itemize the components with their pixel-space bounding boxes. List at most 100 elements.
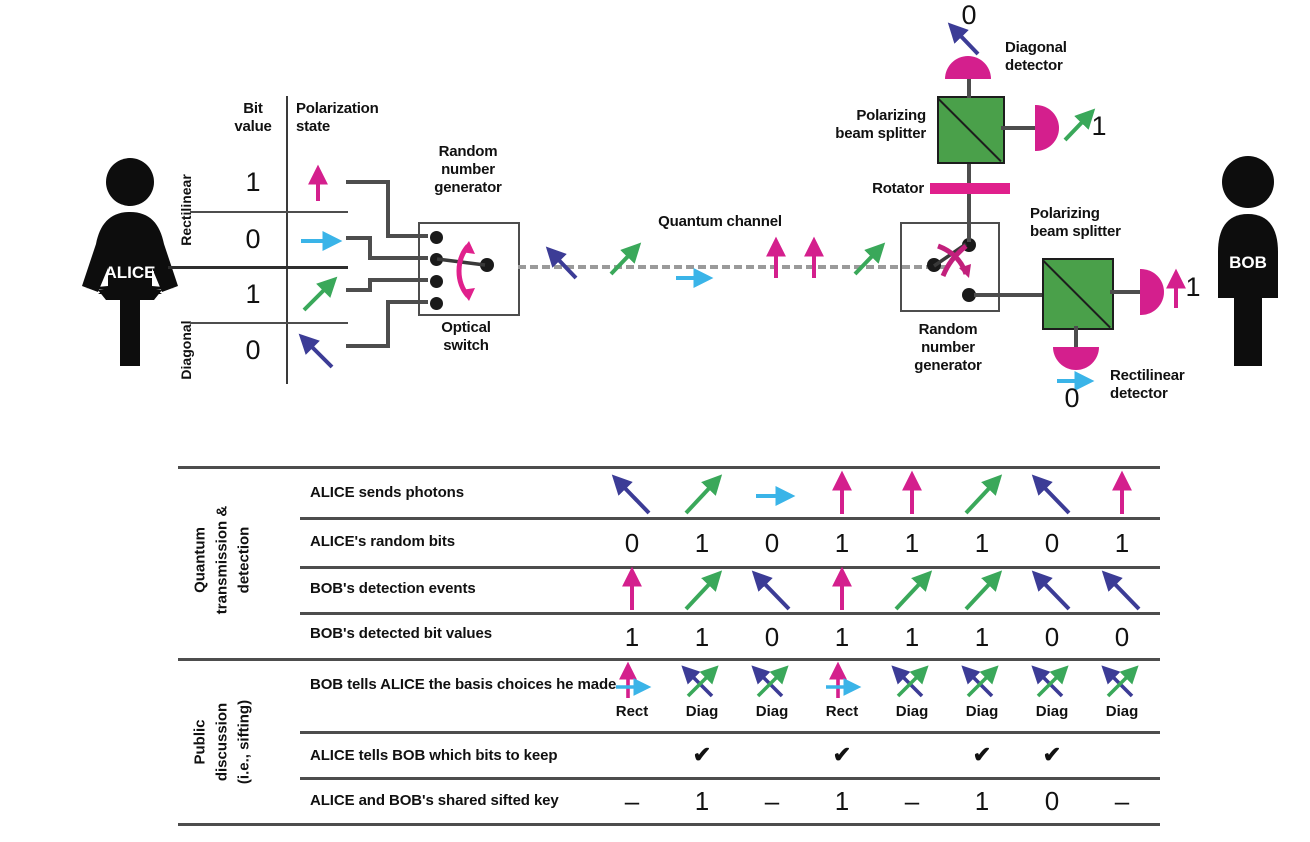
table-rule-r1 bbox=[300, 517, 1160, 520]
alice-wiring bbox=[346, 180, 428, 348]
table-rule-r6 bbox=[300, 777, 1160, 780]
diagonal-detector-label-line2: detector bbox=[1005, 57, 1063, 74]
group-public-line1: Public bbox=[191, 719, 209, 765]
polarization-header-line2: state bbox=[296, 118, 331, 135]
cell-r1-c3: 1 bbox=[834, 528, 850, 558]
check-c5: ✔ bbox=[972, 742, 992, 767]
basis-rectilinear-label: Rectilinear bbox=[178, 174, 194, 246]
table-row-label-6: ALICE and BOB's shared sifted key bbox=[310, 792, 559, 809]
cell-r1-c4: 1 bbox=[904, 528, 920, 558]
rect-bottom-readout-bit: 0 bbox=[1064, 383, 1080, 413]
channel-photon-2-arrow-diag-up-right-green bbox=[609, 242, 642, 276]
cell-r0-c7-arrow-up-magenta bbox=[1100, 470, 1144, 518]
check-c3: ✔ bbox=[832, 742, 852, 767]
table-rule-r3 bbox=[300, 612, 1160, 615]
bob-switch-bottom-dot bbox=[962, 288, 976, 302]
group-quantum-line2: transmission & bbox=[213, 505, 231, 615]
table-rule-bottom bbox=[178, 823, 1160, 826]
check-c6: ✔ bbox=[1042, 742, 1062, 767]
table-row-label-3: BOB's detected bit values bbox=[310, 625, 492, 642]
channel-photon-3-arrow-right-cyan bbox=[676, 268, 714, 288]
table-row-label-2: BOB's detection events bbox=[310, 580, 476, 597]
basis-label-c6: Diag bbox=[1035, 703, 1069, 720]
cell-r6-c7: – bbox=[1114, 786, 1130, 816]
cell-r1-c2: 0 bbox=[764, 528, 780, 558]
cell-r0-c6-arrow-diag-up-left-blue bbox=[1030, 474, 1074, 518]
arrow-right-cyan bbox=[301, 231, 343, 251]
group-public-line2: discussion bbox=[213, 702, 231, 782]
alice-rng-label-line1: Random bbox=[438, 143, 498, 160]
alice-rng-bracket bbox=[505, 196, 535, 326]
bob-label: BOB bbox=[1229, 253, 1267, 272]
table-rule-r5 bbox=[300, 731, 1160, 734]
rect-side-detector bbox=[1140, 269, 1164, 315]
pbs-bottom-label-line2: beam splitter bbox=[1030, 223, 1121, 240]
cell-r2-c5-arrow-diag-up-right-green bbox=[960, 570, 1004, 614]
diagonal-detector-label-line1: Diagonal bbox=[1005, 39, 1067, 56]
alice-bit-row-2: 1 bbox=[245, 279, 261, 309]
cell-r1-c5: 1 bbox=[974, 528, 990, 558]
quantum-channel-line bbox=[518, 265, 946, 269]
wire-to-rect-detector bbox=[1074, 326, 1078, 348]
rectilinear-detector-label-line1: Rectilinear bbox=[1110, 367, 1185, 384]
basis-icon-rectilinear bbox=[608, 661, 656, 704]
switch-output-dot bbox=[480, 258, 494, 272]
alice-switch-label-line1: Optical bbox=[441, 319, 491, 336]
pbs-top-label-line1: Polarizing bbox=[856, 107, 926, 124]
cell-r3-c7: 0 bbox=[1114, 622, 1130, 652]
basis-label-c7: Diag bbox=[1105, 703, 1139, 720]
bob-rng-label-line1: Random bbox=[918, 321, 978, 338]
table-rule-top bbox=[178, 466, 1160, 469]
cell-r0-c3-arrow-up-magenta bbox=[820, 470, 864, 518]
basis-label-c5: Diag bbox=[965, 703, 999, 720]
bit-value-header-line2: value bbox=[234, 118, 272, 135]
group-public-line3: (i.e., sifting) bbox=[235, 699, 253, 785]
basis-icon-diagonal bbox=[1098, 664, 1146, 704]
channel-photon-5-arrow-up-magenta bbox=[804, 236, 824, 278]
switch-input-dot-2 bbox=[430, 253, 443, 266]
rect-bottom-readout-arrow-right-cyan bbox=[1057, 371, 1095, 391]
pbs-bottom-label-line1: Polarizing bbox=[1030, 205, 1100, 222]
channel-photon-4-arrow-up-magenta bbox=[766, 236, 786, 278]
polarization-header-line1: Polarization bbox=[296, 100, 379, 117]
basis-label-c0: Rect bbox=[615, 703, 649, 720]
diag-side-readout-bit: 1 bbox=[1091, 111, 1107, 141]
cell-r0-c5-arrow-diag-up-right-green bbox=[960, 474, 1004, 518]
rectilinear-detector-label-line2: detector bbox=[1110, 385, 1168, 402]
bob-figure: BOB bbox=[1218, 156, 1278, 366]
diag-top-readout-arrow-diag-up-left-blue bbox=[947, 22, 980, 56]
cell-r3-c5: 1 bbox=[974, 622, 990, 652]
switch-input-dot-3 bbox=[430, 275, 443, 288]
wire-to-bottom-pbs bbox=[974, 293, 1042, 297]
cell-r2-c6-arrow-diag-up-left-blue bbox=[1030, 570, 1074, 614]
wire-to-rect-side-detector bbox=[1110, 290, 1140, 294]
cell-r6-c6: 0 bbox=[1044, 786, 1060, 816]
group-quantum-line1: Quantum bbox=[191, 527, 209, 593]
pbs-top-label-line2: beam splitter bbox=[835, 125, 926, 142]
cell-r2-c2-arrow-diag-up-left-blue bbox=[750, 570, 794, 614]
cell-r0-c4-arrow-up-magenta bbox=[890, 470, 934, 518]
cell-r3-c4: 1 bbox=[904, 622, 920, 652]
cell-r6-c0: – bbox=[624, 786, 640, 816]
polarizing-beam-splitter-bottom bbox=[1042, 258, 1114, 330]
cell-r3-c6: 0 bbox=[1044, 622, 1060, 652]
basis-label-c1: Diag bbox=[685, 703, 719, 720]
channel-photon-1-arrow-diag-up-left-blue bbox=[545, 246, 578, 280]
cell-r0-c2-arrow-right-cyan bbox=[750, 474, 796, 518]
channel-photon-6-arrow-diag-up-right-green bbox=[853, 242, 886, 276]
arrow-diag-up-left-blue bbox=[298, 333, 334, 369]
alice-bit-row-3: 0 bbox=[245, 335, 261, 365]
cell-r1-c6: 0 bbox=[1044, 528, 1060, 558]
switch-input-dot-1 bbox=[430, 231, 443, 244]
switch-input-dot-4 bbox=[430, 297, 443, 310]
cell-r1-c0: 0 bbox=[624, 528, 640, 558]
diag-side-readout-arrow-diag-up-right-green bbox=[1063, 108, 1096, 142]
rect-side-readout-arrow-up-magenta bbox=[1166, 268, 1186, 308]
polarizing-beam-splitter-top bbox=[937, 96, 1005, 164]
wire-to-diagonal-detector bbox=[967, 74, 971, 98]
cell-r6-c3: 1 bbox=[834, 786, 850, 816]
rotator-label: Rotator bbox=[872, 180, 924, 197]
basis-icon-diagonal bbox=[678, 664, 726, 704]
cell-r0-c1-arrow-diag-up-right-green bbox=[680, 474, 724, 518]
